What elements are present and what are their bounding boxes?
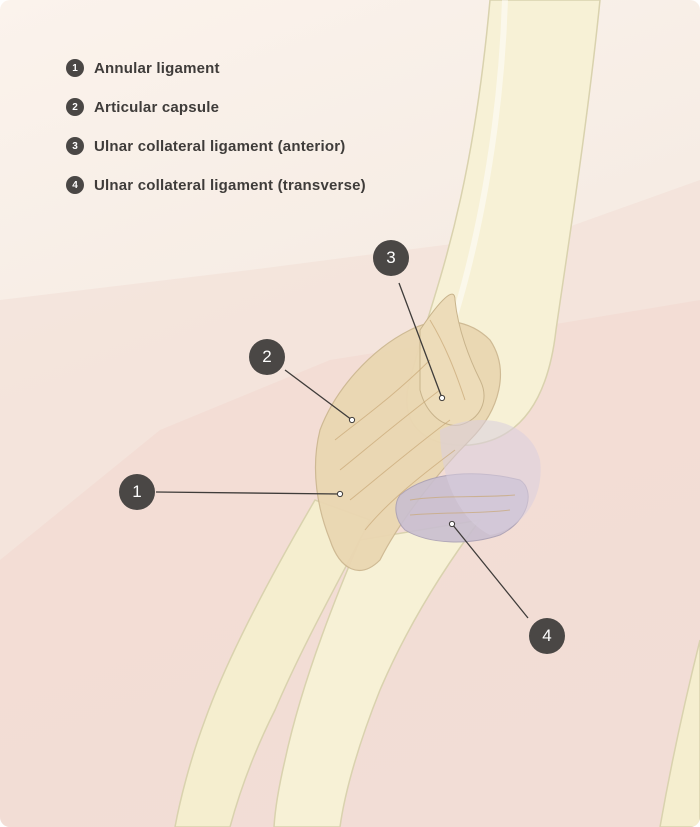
callout-2: 2 bbox=[249, 339, 285, 375]
legend-item-ulnar-collateral-anterior: 3 Ulnar collateral ligament (anterior) bbox=[66, 136, 366, 156]
legend-item-articular-capsule: 2 Articular capsule bbox=[66, 97, 366, 117]
callout-1: 1 bbox=[119, 474, 155, 510]
leader-dot-1 bbox=[337, 491, 342, 496]
legend: 1 Annular ligament 2 Articular capsule 3… bbox=[66, 58, 366, 214]
legend-number-badge: 2 bbox=[66, 98, 84, 116]
leader-dot-4 bbox=[449, 521, 454, 526]
leader-dot-2 bbox=[349, 417, 354, 422]
legend-label: Articular capsule bbox=[94, 99, 219, 116]
legend-label: Ulnar collateral ligament (transverse) bbox=[94, 177, 366, 194]
leader-dot-3 bbox=[439, 395, 444, 400]
legend-label: Ulnar collateral ligament (anterior) bbox=[94, 138, 345, 155]
legend-number-badge: 3 bbox=[66, 137, 84, 155]
legend-item-ulnar-collateral-transverse: 4 Ulnar collateral ligament (transverse) bbox=[66, 175, 366, 195]
callout-4: 4 bbox=[529, 618, 565, 654]
callout-3: 3 bbox=[373, 240, 409, 276]
legend-label: Annular ligament bbox=[94, 60, 220, 77]
legend-item-annular-ligament: 1 Annular ligament bbox=[66, 58, 366, 78]
legend-number-badge: 1 bbox=[66, 59, 84, 77]
legend-number-badge: 4 bbox=[66, 176, 84, 194]
